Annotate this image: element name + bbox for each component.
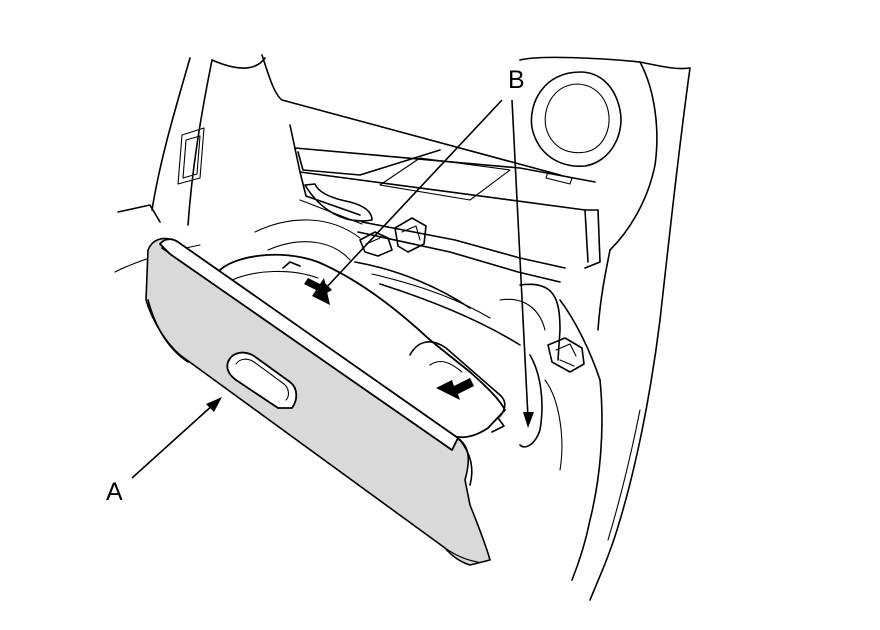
callout-label-b: B [508, 66, 525, 94]
dashboard-structure [114, 54, 691, 601]
leader-a [131, 403, 215, 479]
callout-label-a: A [106, 478, 123, 506]
leader-lines [131, 99, 534, 479]
leader-b-right-arrowhead [523, 412, 534, 428]
leader-b-left [323, 99, 503, 291]
stop-clip-right [547, 337, 585, 373]
leader-b-right [511, 99, 529, 419]
leader-a-arrowhead [206, 397, 222, 412]
glove-box-door [145, 237, 491, 566]
leader-b-left-arrowhead [318, 282, 332, 298]
push-arrow-right [436, 378, 474, 400]
